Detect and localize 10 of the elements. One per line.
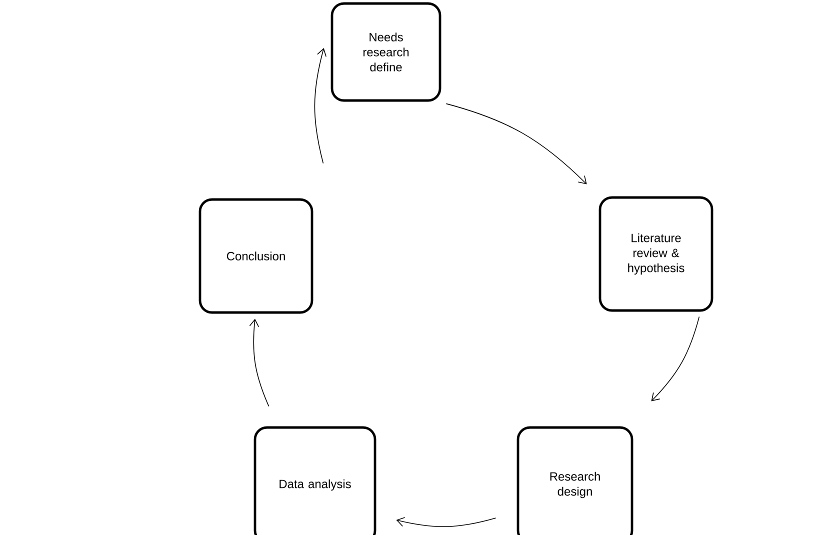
process-box: Data analysis <box>254 426 376 535</box>
process-box: Research design <box>516 426 634 535</box>
process-box: Conclusion <box>198 198 314 314</box>
process-box: Needs research define <box>330 2 442 102</box>
arrow <box>446 103 587 184</box>
arrow <box>314 48 326 164</box>
arrow <box>651 316 700 402</box>
arrow <box>249 318 270 407</box>
arrow <box>396 517 496 527</box>
process-box: Literature review & hypothesis <box>598 196 714 312</box>
